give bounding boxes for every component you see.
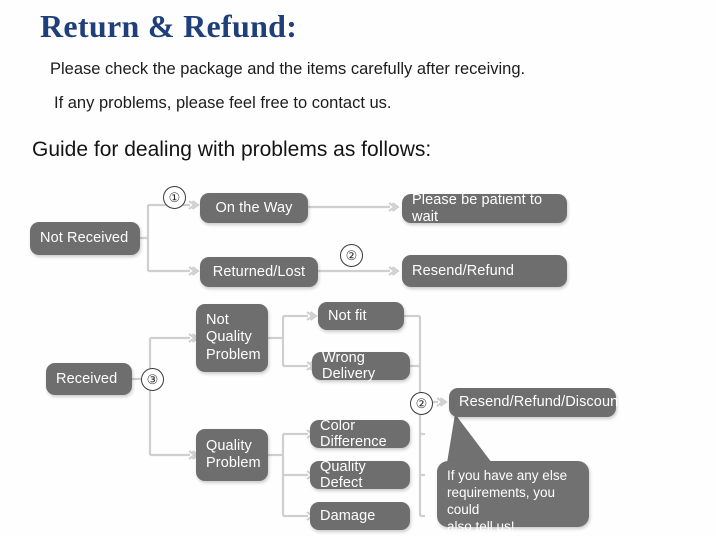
node-returned-lost[interactable]: Returned/Lost <box>200 257 318 287</box>
node-not-quality-problem[interactable]: Not Quality Problem <box>196 304 268 372</box>
step-marker-1: ① <box>163 186 186 209</box>
intro-line-2: If any problems, please feel free to con… <box>54 94 392 112</box>
intro-line-1: Please check the package and the items c… <box>50 60 526 78</box>
step-marker-3: ③ <box>141 368 164 391</box>
node-resend-refund-discount[interactable]: Resend/Refund/Discount <box>449 388 622 417</box>
node-wrong-delivery[interactable]: Wrong Delivery <box>312 350 410 382</box>
node-received[interactable]: Received <box>46 363 132 395</box>
node-on-the-way[interactable]: On the Way <box>200 193 308 223</box>
guide-heading: Guide for dealing with problems as follo… <box>32 138 432 161</box>
step-marker-2-bottom: ② <box>410 392 433 415</box>
page-title: Return & Refund: <box>40 8 298 44</box>
node-quality-problem[interactable]: Quality Problem <box>196 429 268 481</box>
node-not-received[interactable]: Not Received <box>30 222 140 255</box>
node-damage[interactable]: Damage <box>310 502 410 530</box>
node-color-difference[interactable]: Color Difference <box>310 418 410 450</box>
extra-requirements-callout: If you have any else requirements, you c… <box>437 461 589 534</box>
step-marker-2-top: ② <box>340 244 363 267</box>
node-quality-defect[interactable]: Quality Defect <box>310 459 410 491</box>
node-not-fit[interactable]: Not fit <box>318 302 404 330</box>
node-please-be-patient-to-wait[interactable]: Please be patient to wait <box>402 192 567 225</box>
node-resend-refund[interactable]: Resend/Refund <box>402 255 567 287</box>
